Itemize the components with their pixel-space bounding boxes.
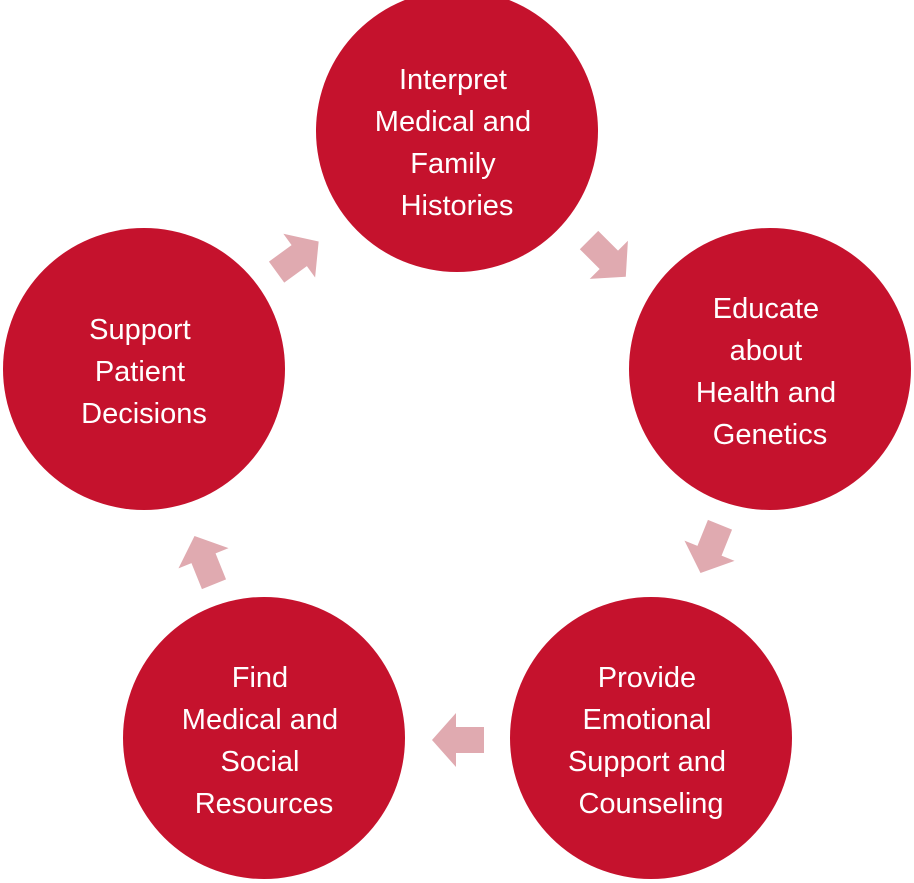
arrow-provide-to-find [432,713,484,767]
node-label-line: Educate [713,293,819,325]
node-label-line: Interpret [399,64,507,96]
node-interpret-histories: Interpret Medical and Family Histories [316,0,598,272]
node-provide-counseling: Provide Emotional Support and Counseling [510,597,792,879]
node-label-line: Social [220,746,299,778]
node-label-line: Counseling [578,788,723,820]
node-label-line: Emotional [582,704,711,736]
arrow-educate-to-provide [684,519,735,573]
node-label-line: Histories [401,190,514,222]
node-label-line: Support and [568,746,726,778]
node-label-line: Health and [696,377,836,409]
node-label-line: Medical and [182,704,338,736]
node-find-resources: Find Medical and Social Resources [123,597,405,879]
svg-text:Interpret Medical and: Interpret Medical and Family Histories [375,64,539,222]
node-label-line: Patient [95,356,185,388]
node-label-line: Medical and [375,106,531,138]
node-circle [316,0,598,272]
node-circle [510,597,792,879]
node-circle [123,597,405,879]
svg-text:Provide Emotional: Provide Emotional Support and Counseling [568,662,734,820]
node-circle [3,228,285,510]
node-support-decisions: Support Patient Decisions [3,228,285,510]
node-label-line: Family [410,148,496,180]
arrow-support-to-interpret [268,233,319,283]
node-label-line: Provide [598,662,696,694]
node-label-line: Decisions [81,398,207,430]
svg-text:Support Patient De: Support Patient Decisions [81,314,207,430]
node-circle [629,228,911,510]
arrow-find-to-support [178,536,229,590]
node-label-line: Resources [195,788,334,820]
node-educate-genetics: Educate about Health and Genetics [629,228,911,510]
node-label-line: Genetics [713,419,827,451]
node-label-line: about [730,335,803,367]
svg-text:Find Medical and S: Find Medical and Social Resources [182,662,346,820]
node-label-line: Support [89,314,191,346]
arrow-interpret-to-educate [579,230,628,279]
node-label-line: Find [232,662,288,694]
svg-text:Educate about Heal: Educate about Health and Genetics [696,293,844,451]
